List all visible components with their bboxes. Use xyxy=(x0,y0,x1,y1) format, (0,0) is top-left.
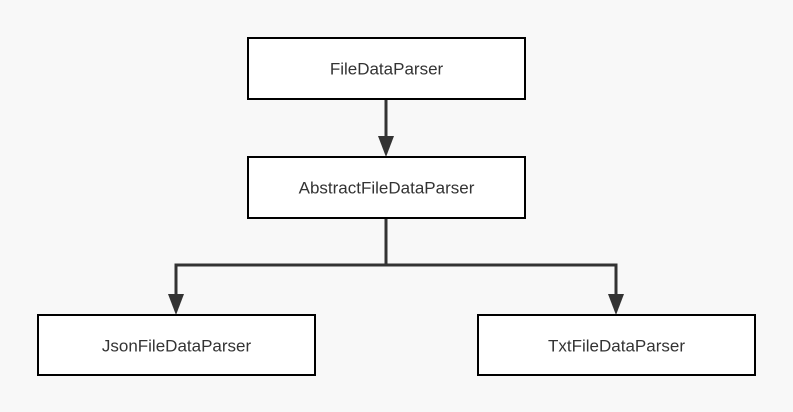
node-abstract-file-data-parser: AbstractFileDataParser xyxy=(247,156,526,219)
node-file-data-parser: FileDataParser xyxy=(247,37,526,100)
arrowhead-down-icon xyxy=(608,294,624,315)
node-txt-file-data-parser: TxtFileDataParser xyxy=(477,314,756,376)
node-label-json-file-data-parser: JsonFileDataParser xyxy=(102,337,252,356)
node-label-txt-file-data-parser: TxtFileDataParser xyxy=(548,337,685,356)
arrowhead-down-icon xyxy=(168,294,184,315)
node-label-file-data-parser: FileDataParser xyxy=(330,60,444,79)
node-box xyxy=(477,314,756,376)
arrowhead-down-icon xyxy=(378,136,394,157)
node-json-file-data-parser: JsonFileDataParser xyxy=(37,314,316,376)
node-box xyxy=(37,314,316,376)
edge-abstract-to-json xyxy=(168,218,388,315)
node-label-abstract-file-data-parser: AbstractFileDataParser xyxy=(299,179,475,198)
node-box xyxy=(247,37,526,100)
node-box xyxy=(247,156,526,219)
edge-file-to-abstract xyxy=(378,99,394,157)
edge-abstract-to-txt xyxy=(386,263,624,315)
